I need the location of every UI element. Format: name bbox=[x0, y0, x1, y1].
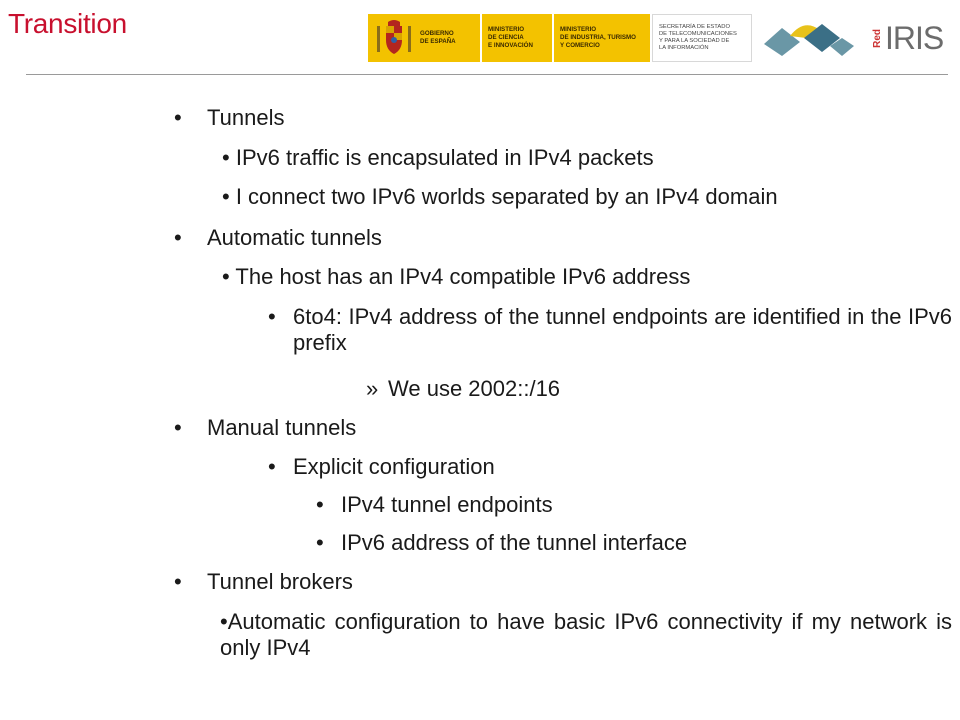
bullet-marker: • bbox=[222, 145, 230, 170]
slide-title: Transition bbox=[8, 8, 127, 39]
rediris-mark-icon bbox=[764, 24, 854, 56]
ministerio-ciencia-text: MINISTERIO DE CIENCIA E INNOVACIÓN bbox=[488, 26, 533, 49]
bullet-tunnels-encap: • IPv6 traffic is encapsulated in IPv4 p… bbox=[222, 145, 654, 171]
bullet-manual-ipv4: • IPv4 tunnel endpoints bbox=[316, 492, 553, 518]
bullet-text: Automatic tunnels bbox=[207, 225, 382, 250]
bullet-tunnels: • Tunnels bbox=[174, 105, 284, 131]
bullet-text: Tunnels bbox=[207, 105, 285, 130]
rediris-iris-text: IRIS bbox=[885, 19, 944, 56]
gobierno-logo: GOBIERNO DE ESPAÑA bbox=[368, 14, 480, 62]
bullet-marker: • bbox=[174, 225, 182, 250]
bullet-text: IPv4 tunnel endpoints bbox=[341, 492, 553, 517]
secretaria-logo: SECRETARÍA DE ESTADO DE TELECOMUNICACION… bbox=[652, 14, 752, 62]
bullet-auto-6to4: • 6to4: IPv4 address of the tunnel endpo… bbox=[268, 304, 952, 356]
bullet-text: I connect two IPv6 worlds separated by a… bbox=[235, 184, 778, 209]
bullet-manual: • Manual tunnels bbox=[174, 415, 356, 441]
bullet-tunnels-connect: • I connect two IPv6 worlds separated by… bbox=[222, 184, 778, 210]
bullet-brokers: • Tunnel brokers bbox=[174, 569, 353, 595]
title-divider bbox=[26, 74, 948, 75]
bullet-auto-host: • The host has an IPv4 compatible IPv6 a… bbox=[222, 264, 690, 290]
ministerio-ciencia-logo: MINISTERIO DE CIENCIA E INNOVACIÓN bbox=[482, 14, 552, 62]
bullet-text: Explicit configuration bbox=[293, 454, 495, 479]
ministerio-industria-text: MINISTERIO DE INDUSTRIA, TURISMO Y COMER… bbox=[560, 26, 636, 49]
bullet-marker: • bbox=[316, 530, 324, 555]
bullet-text: The host has an IPv4 compatible IPv6 add… bbox=[235, 264, 691, 289]
bullet-manual-ipv6: • IPv6 address of the tunnel interface bbox=[316, 530, 687, 556]
coat-of-arms-icon bbox=[377, 20, 411, 54]
secretaria-text: SECRETARÍA DE ESTADO DE TELECOMUNICACION… bbox=[659, 23, 737, 52]
bullet-marker: • bbox=[222, 184, 230, 209]
bullet-marker: • bbox=[174, 569, 182, 594]
bullet-marker: • bbox=[268, 304, 276, 329]
bullet-marker: • bbox=[316, 492, 324, 517]
bullet-automatic: • Automatic tunnels bbox=[174, 225, 382, 251]
gobierno-logo-text: GOBIERNO DE ESPAÑA bbox=[420, 30, 456, 45]
bullet-marker: • bbox=[220, 609, 228, 634]
bullet-text: Automatic configuration to have basic IP… bbox=[220, 609, 952, 660]
ministerio-industria-logo: MINISTERIO DE INDUSTRIA, TURISMO Y COMER… bbox=[554, 14, 650, 62]
bullet-text: Manual tunnels bbox=[207, 415, 357, 440]
bullet-auto-2002: » We use 2002::/16 bbox=[366, 376, 560, 402]
bullet-marker: • bbox=[174, 105, 182, 130]
rediris-red-text: Red bbox=[872, 28, 883, 48]
bullet-manual-explicit: • Explicit configuration bbox=[268, 454, 495, 480]
bullet-marker: • bbox=[174, 415, 182, 440]
bullet-text: IPv6 traffic is encapsulated in IPv4 pac… bbox=[235, 145, 654, 170]
rediris-logo: Red IRIS bbox=[872, 14, 944, 62]
logo-strip: GOBIERNO DE ESPAÑA MINISTERIO DE CIENCIA… bbox=[368, 14, 754, 62]
bullet-marker: » bbox=[366, 376, 379, 401]
bullet-marker: • bbox=[222, 264, 230, 289]
bullet-text: IPv6 address of the tunnel interface bbox=[341, 530, 688, 555]
bullet-brokers-auto: •Automatic configuration to have basic I… bbox=[220, 609, 952, 661]
bullet-text: We use 2002::/16 bbox=[388, 376, 561, 401]
bullet-text: 6to4: IPv4 address of the tunnel endpoin… bbox=[293, 304, 952, 355]
bullet-marker: • bbox=[268, 454, 276, 479]
bullet-text: Tunnel brokers bbox=[207, 569, 353, 594]
